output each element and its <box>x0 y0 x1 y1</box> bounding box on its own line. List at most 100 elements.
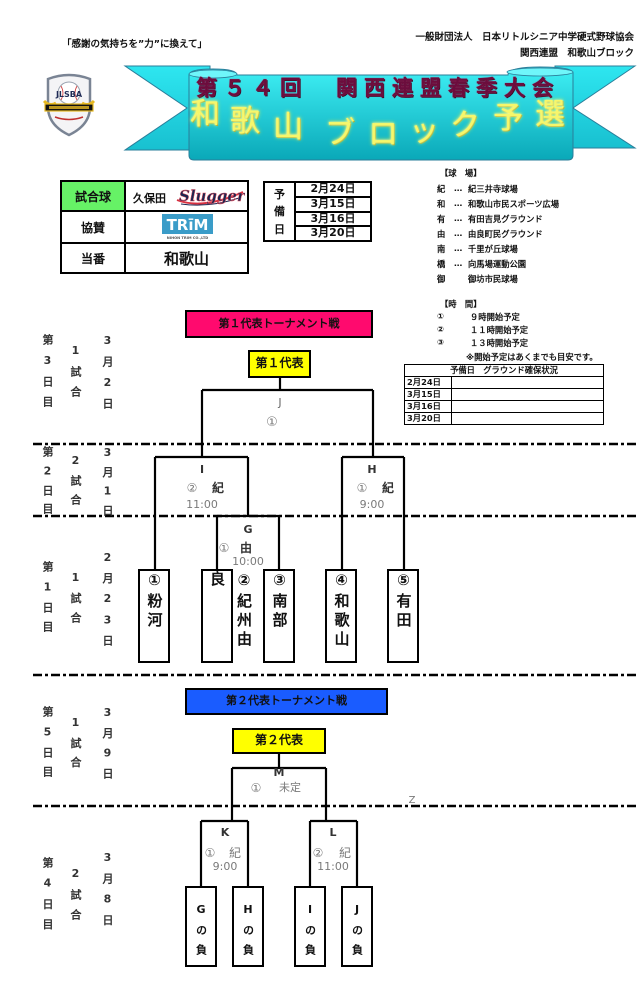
team-number: ① <box>145 571 164 593</box>
subtitle-char: 予 <box>493 101 523 136</box>
match-l-venue: 紀 <box>338 846 352 860</box>
tournament1-winner-box: 第１代表 <box>248 350 311 378</box>
team-box: ③南部 <box>263 569 295 663</box>
match-k-venue: 紀 <box>228 846 242 860</box>
baseball-icon <box>60 85 78 101</box>
round-games-label: 2試合 <box>69 454 82 513</box>
tournament1-bracket <box>153 378 406 569</box>
reserve-label-char: 日 <box>274 223 285 237</box>
match-i-venue: 紀 <box>211 481 225 495</box>
reserve-label-char: 予 <box>274 187 285 201</box>
match-i-time: 11:00 <box>186 498 218 511</box>
subtitle-char: 選 <box>535 97 565 132</box>
team-name: 紀州由良 <box>208 571 253 650</box>
tournament2-banner: 第２代表トーナメント戦 <box>185 688 388 715</box>
ball-label: 試合球 <box>60 180 126 212</box>
team-number: ⑤ <box>394 571 413 593</box>
venue-abbr: 和 <box>437 199 446 209</box>
tournament1-banner: 第１代表トーナメント戦 <box>185 310 373 338</box>
entrant-label: Iの負 <box>303 903 317 964</box>
reserve-date: 3月20日 <box>310 226 356 240</box>
times-heading: 【時 間】 <box>440 299 482 309</box>
venue-leader: … <box>454 243 463 253</box>
venue-name: 和歌山市民スポーツ広場 <box>468 199 560 209</box>
match-i-id: I <box>199 463 205 476</box>
venue-abbr: 南 <box>437 244 446 254</box>
reserve-dates: 2月24日 3月15日 3月16日 3月20日 <box>296 183 370 240</box>
venue-abbr: 橋 <box>437 259 446 269</box>
tournament-subtitle: 和歌山ブロック予選 <box>188 100 572 152</box>
match-j-slot: ① <box>266 415 278 430</box>
venues-heading: 【球 場】 <box>440 168 482 178</box>
time-mark: ① <box>437 311 445 321</box>
team-name: 和歌山 <box>332 593 351 650</box>
ball-maker: 久保田 <box>133 192 166 205</box>
match-l-time: 11:00 <box>317 860 349 873</box>
ribbon-right-roll <box>506 67 574 77</box>
block-name: 関西連盟 和歌山ブロック <box>519 48 634 59</box>
entrant-box: Gの負 <box>185 886 217 967</box>
title-ribbon <box>123 65 637 161</box>
match-g-slot: ① <box>218 541 230 555</box>
ball-row: 試合球 久保田 Slugger <box>60 180 249 212</box>
match-j-id: J <box>278 396 282 409</box>
time-text: ９時開始予定 <box>470 312 520 322</box>
tournament2-winner-box: 第２代表 <box>232 728 326 754</box>
reserve-days-table: 予 備 日 2月24日 3月15日 3月16日 3月20日 <box>263 181 372 242</box>
entrant-box: Iの負 <box>294 886 326 967</box>
team-number: ③ <box>270 571 289 593</box>
match-g-time: 10:00 <box>232 555 264 568</box>
jlsba-logo: JLSBA <box>42 73 96 137</box>
sponsor-label: 協賛 <box>60 210 126 244</box>
trim-logo-text: TRīM <box>167 216 209 234</box>
match-g-id: G <box>243 523 253 536</box>
subtitle-char: ク <box>450 108 480 143</box>
entrant-box: Hの負 <box>232 886 264 967</box>
duty-row: 当番 和歌山 <box>60 242 249 274</box>
match-h-time: 9:00 <box>359 498 385 511</box>
round-date-label: 3月1日 <box>101 446 114 524</box>
venue-leader: … <box>454 183 463 193</box>
venue-leader: … <box>454 228 463 238</box>
match-h-slot: ① <box>356 481 368 495</box>
sponsor-cell: TRīM NIHON TRIM CO.,LTD <box>124 210 249 244</box>
logo-text: JLSBA <box>55 90 83 99</box>
time-mark: ③ <box>437 337 445 347</box>
times-note: ※開始予定はあくまでも目安です。 <box>466 352 598 362</box>
ground-status-table: 予備日 グラウンド確保状況 2月24日 3月15日 3月16日 3月20日 <box>404 364 604 425</box>
duty-label: 当番 <box>60 242 126 274</box>
venue-name: 紀三井寺球場 <box>468 184 518 194</box>
slugger-logo: Slugger <box>176 187 245 206</box>
match-m-venue: 未定 <box>279 781 301 794</box>
subtitle-char: 歌 <box>230 104 260 139</box>
day-separators <box>33 442 636 808</box>
venue-abbr: 由 <box>437 229 446 239</box>
team-name: 有田 <box>394 593 413 631</box>
venue-name: 向馬場運動公園 <box>468 259 527 269</box>
entrant-label: Gの負 <box>194 903 208 964</box>
entrant-label: Hの負 <box>241 903 255 964</box>
match-m-id: M <box>273 766 285 779</box>
match-k-id: K <box>220 826 230 839</box>
round-games-label: 1試合 <box>69 716 82 776</box>
ribbon-left-roll <box>188 69 238 79</box>
match-k-time: 9:00 <box>212 860 238 873</box>
subtitle-char: 和 <box>190 97 220 132</box>
team-box: ④和歌山 <box>325 569 357 663</box>
round-day-label: 第5日目 <box>41 706 54 786</box>
ribbon-body <box>188 66 574 161</box>
round-date-label: 2月23日 <box>101 551 114 655</box>
venue-name: 由良町民グラウンド <box>468 229 543 239</box>
team-name: 粉河 <box>145 593 164 631</box>
reserve-date: 3月16日 <box>296 212 370 228</box>
round-date-label: 3月2日 <box>101 334 114 418</box>
team-box: ②紀州由良 <box>201 569 253 663</box>
organization-name: 一般財団法人 日本リトルシニア中学硬式野球協会 <box>415 32 634 43</box>
tournament-title: 第５４回 関西連盟春季大会 <box>196 76 560 100</box>
time-text: １１時開始予定 <box>470 325 529 335</box>
team-name: 南部 <box>270 593 289 631</box>
ribbon-right-tail <box>554 65 637 149</box>
round-games-label: 1試合 <box>69 344 82 406</box>
team-number: ② <box>235 571 253 593</box>
